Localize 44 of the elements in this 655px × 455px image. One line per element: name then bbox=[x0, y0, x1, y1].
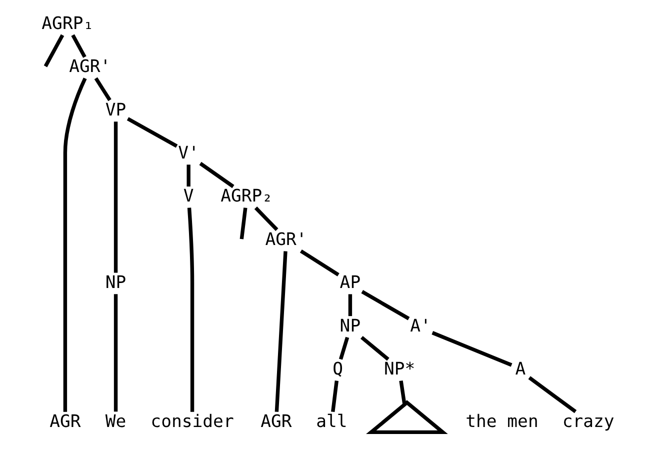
connector bbox=[398, 380, 406, 404]
connector bbox=[62, 77, 86, 412]
node-text: NP bbox=[339, 316, 360, 336]
node-text: Q bbox=[332, 358, 343, 379]
connector bbox=[254, 206, 278, 230]
connector bbox=[299, 248, 339, 276]
node-text: VP bbox=[104, 100, 126, 120]
node-text: NP* bbox=[383, 358, 415, 379]
node-text: AGR' bbox=[264, 229, 306, 250]
node-text: AGR bbox=[260, 411, 292, 432]
connector bbox=[113, 294, 118, 412]
node-text: We bbox=[104, 411, 126, 432]
node-text: consider bbox=[150, 411, 234, 432]
connector bbox=[94, 76, 111, 101]
node-label: the men bbox=[465, 411, 538, 432]
connector bbox=[198, 161, 234, 188]
node-text: A' bbox=[410, 316, 430, 336]
node-text: AP bbox=[339, 272, 360, 293]
connector bbox=[186, 164, 190, 186]
connector bbox=[126, 116, 178, 148]
node-text: AGR' bbox=[68, 56, 110, 77]
node-triangle bbox=[366, 400, 448, 434]
connector bbox=[113, 121, 118, 272]
connector bbox=[360, 290, 410, 320]
connector bbox=[43, 34, 64, 67]
node-text: V' bbox=[178, 143, 198, 164]
connector bbox=[330, 380, 338, 412]
node-text: AGR bbox=[49, 411, 80, 432]
node-text: AGRP₂ bbox=[220, 186, 272, 206]
connector bbox=[528, 376, 576, 413]
connector bbox=[239, 207, 247, 239]
node-text: crazy bbox=[562, 411, 614, 432]
node-text: NP bbox=[104, 272, 126, 293]
connector bbox=[360, 335, 389, 360]
node-text: all bbox=[316, 411, 347, 432]
connector bbox=[70, 34, 86, 58]
node-text: AGRP₁ bbox=[41, 13, 94, 34]
connector bbox=[274, 250, 287, 412]
node-text: V bbox=[182, 186, 194, 206]
connector bbox=[431, 330, 512, 366]
connector bbox=[338, 336, 349, 360]
connector bbox=[186, 207, 194, 412]
connector bbox=[348, 294, 352, 316]
node-text: A bbox=[514, 358, 526, 379]
